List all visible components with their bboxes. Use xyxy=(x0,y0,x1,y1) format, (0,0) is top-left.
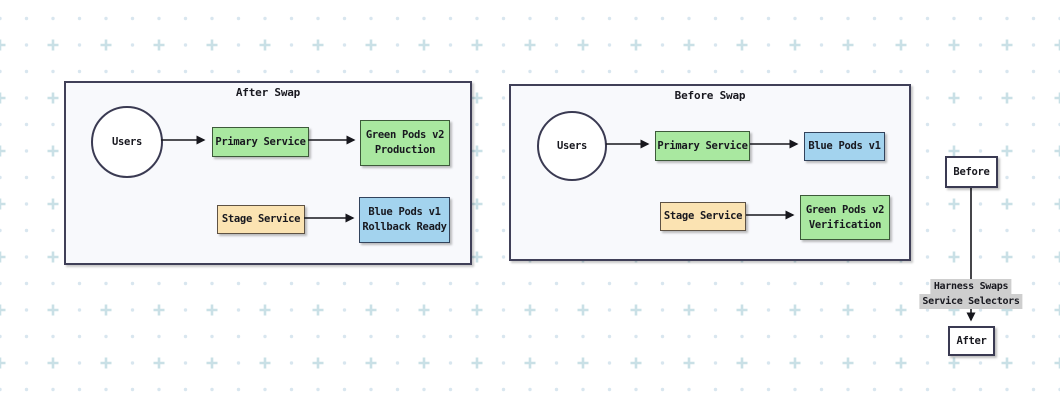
node-label-line1: Green Pods v2 xyxy=(365,129,445,141)
blue-pods-rollback-node[interactable]: Blue Pods v1 Rollback Ready xyxy=(359,197,450,243)
node-label: After xyxy=(956,334,987,347)
users-node-after[interactable]: Users xyxy=(91,106,163,178)
users-node-before[interactable]: Users xyxy=(537,111,607,181)
edge-label-line1: Harness Swaps xyxy=(930,279,1012,294)
node-label-line1: Green Pods v2 xyxy=(805,203,885,216)
node-label-line2: Production xyxy=(374,144,436,156)
node-label-line2: Rollback Ready xyxy=(362,221,447,233)
node-label: Primary Service xyxy=(215,135,306,148)
node-label: Primary Service xyxy=(657,139,748,152)
stage-service-node-after[interactable]: Stage Service xyxy=(217,205,305,234)
panel-after-swap[interactable]: After Swap Users Primary Service Green P… xyxy=(64,81,472,265)
green-pods-production-node[interactable]: Green Pods v2 Production xyxy=(360,120,450,166)
node-label-line1: Blue Pods v1 xyxy=(368,206,441,218)
node-label: Before xyxy=(953,165,990,178)
users-label: Users xyxy=(556,140,588,152)
green-pods-verification-node[interactable]: Green Pods v2 Verification xyxy=(800,195,890,240)
panel-title-after-swap: After Swap xyxy=(235,86,301,99)
primary-service-node-before[interactable]: Primary Service xyxy=(655,131,750,161)
stage-service-node-before[interactable]: Stage Service xyxy=(660,202,746,231)
panel-before-swap[interactable]: Before Swap Users Primary Service Blue P… xyxy=(509,84,911,261)
before-state-node[interactable]: Before xyxy=(945,156,998,188)
users-label: Users xyxy=(111,136,143,148)
node-label: Stage Service xyxy=(221,213,301,225)
node-label: Blue Pods v1 xyxy=(808,140,881,152)
panel-title-before-swap: Before Swap xyxy=(674,89,746,102)
swap-edge-label[interactable]: Harness Swaps Service Selectors xyxy=(919,279,1023,309)
edge-label-line2: Service Selectors xyxy=(919,294,1023,309)
node-label-line2: Verification xyxy=(808,218,882,231)
blue-pods-v1-node[interactable]: Blue Pods v1 xyxy=(804,132,885,161)
node-label: Stage Service xyxy=(663,210,743,222)
after-state-node[interactable]: After xyxy=(948,326,995,356)
primary-service-node-after[interactable]: Primary Service xyxy=(212,127,309,157)
